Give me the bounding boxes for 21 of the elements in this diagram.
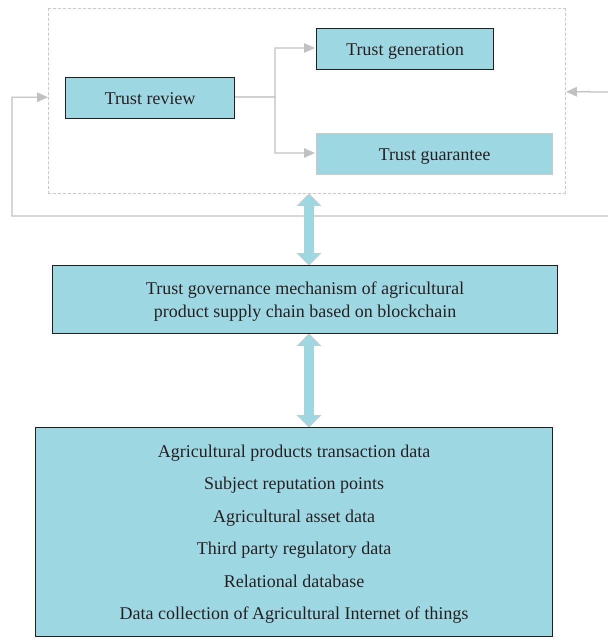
double-arrow <box>296 194 322 266</box>
arrow <box>11 92 608 217</box>
box-label: Trust generation <box>346 38 464 60</box>
data-item-text: Subject reputation points <box>204 472 384 494</box>
process-box <box>316 28 494 70</box>
double-arrow <box>296 334 322 428</box>
arrow <box>234 96 315 158</box>
data-item-text: Third party regulatory data <box>196 537 392 560</box>
process-box <box>316 133 553 175</box>
data-item-text: Data collection of Agricultural Internet of things <box>120 602 468 624</box>
data-item-text: Relational database <box>224 570 364 592</box>
dashed-group-box <box>48 8 566 194</box>
data-item-text: Agricultural asset data <box>213 504 375 527</box>
box-label: Trust guarantee <box>378 142 490 166</box>
data-box <box>35 427 553 637</box>
box-label: Trust review <box>104 86 196 110</box>
process-box <box>65 77 235 119</box>
data-item-text: Agricultural products transaction data <box>158 440 430 462</box>
arrow <box>566 86 608 97</box>
box-label: Trust governance mechanism of agricultural product supply chain based on blockchain <box>144 277 466 322</box>
process-box <box>52 265 558 334</box>
